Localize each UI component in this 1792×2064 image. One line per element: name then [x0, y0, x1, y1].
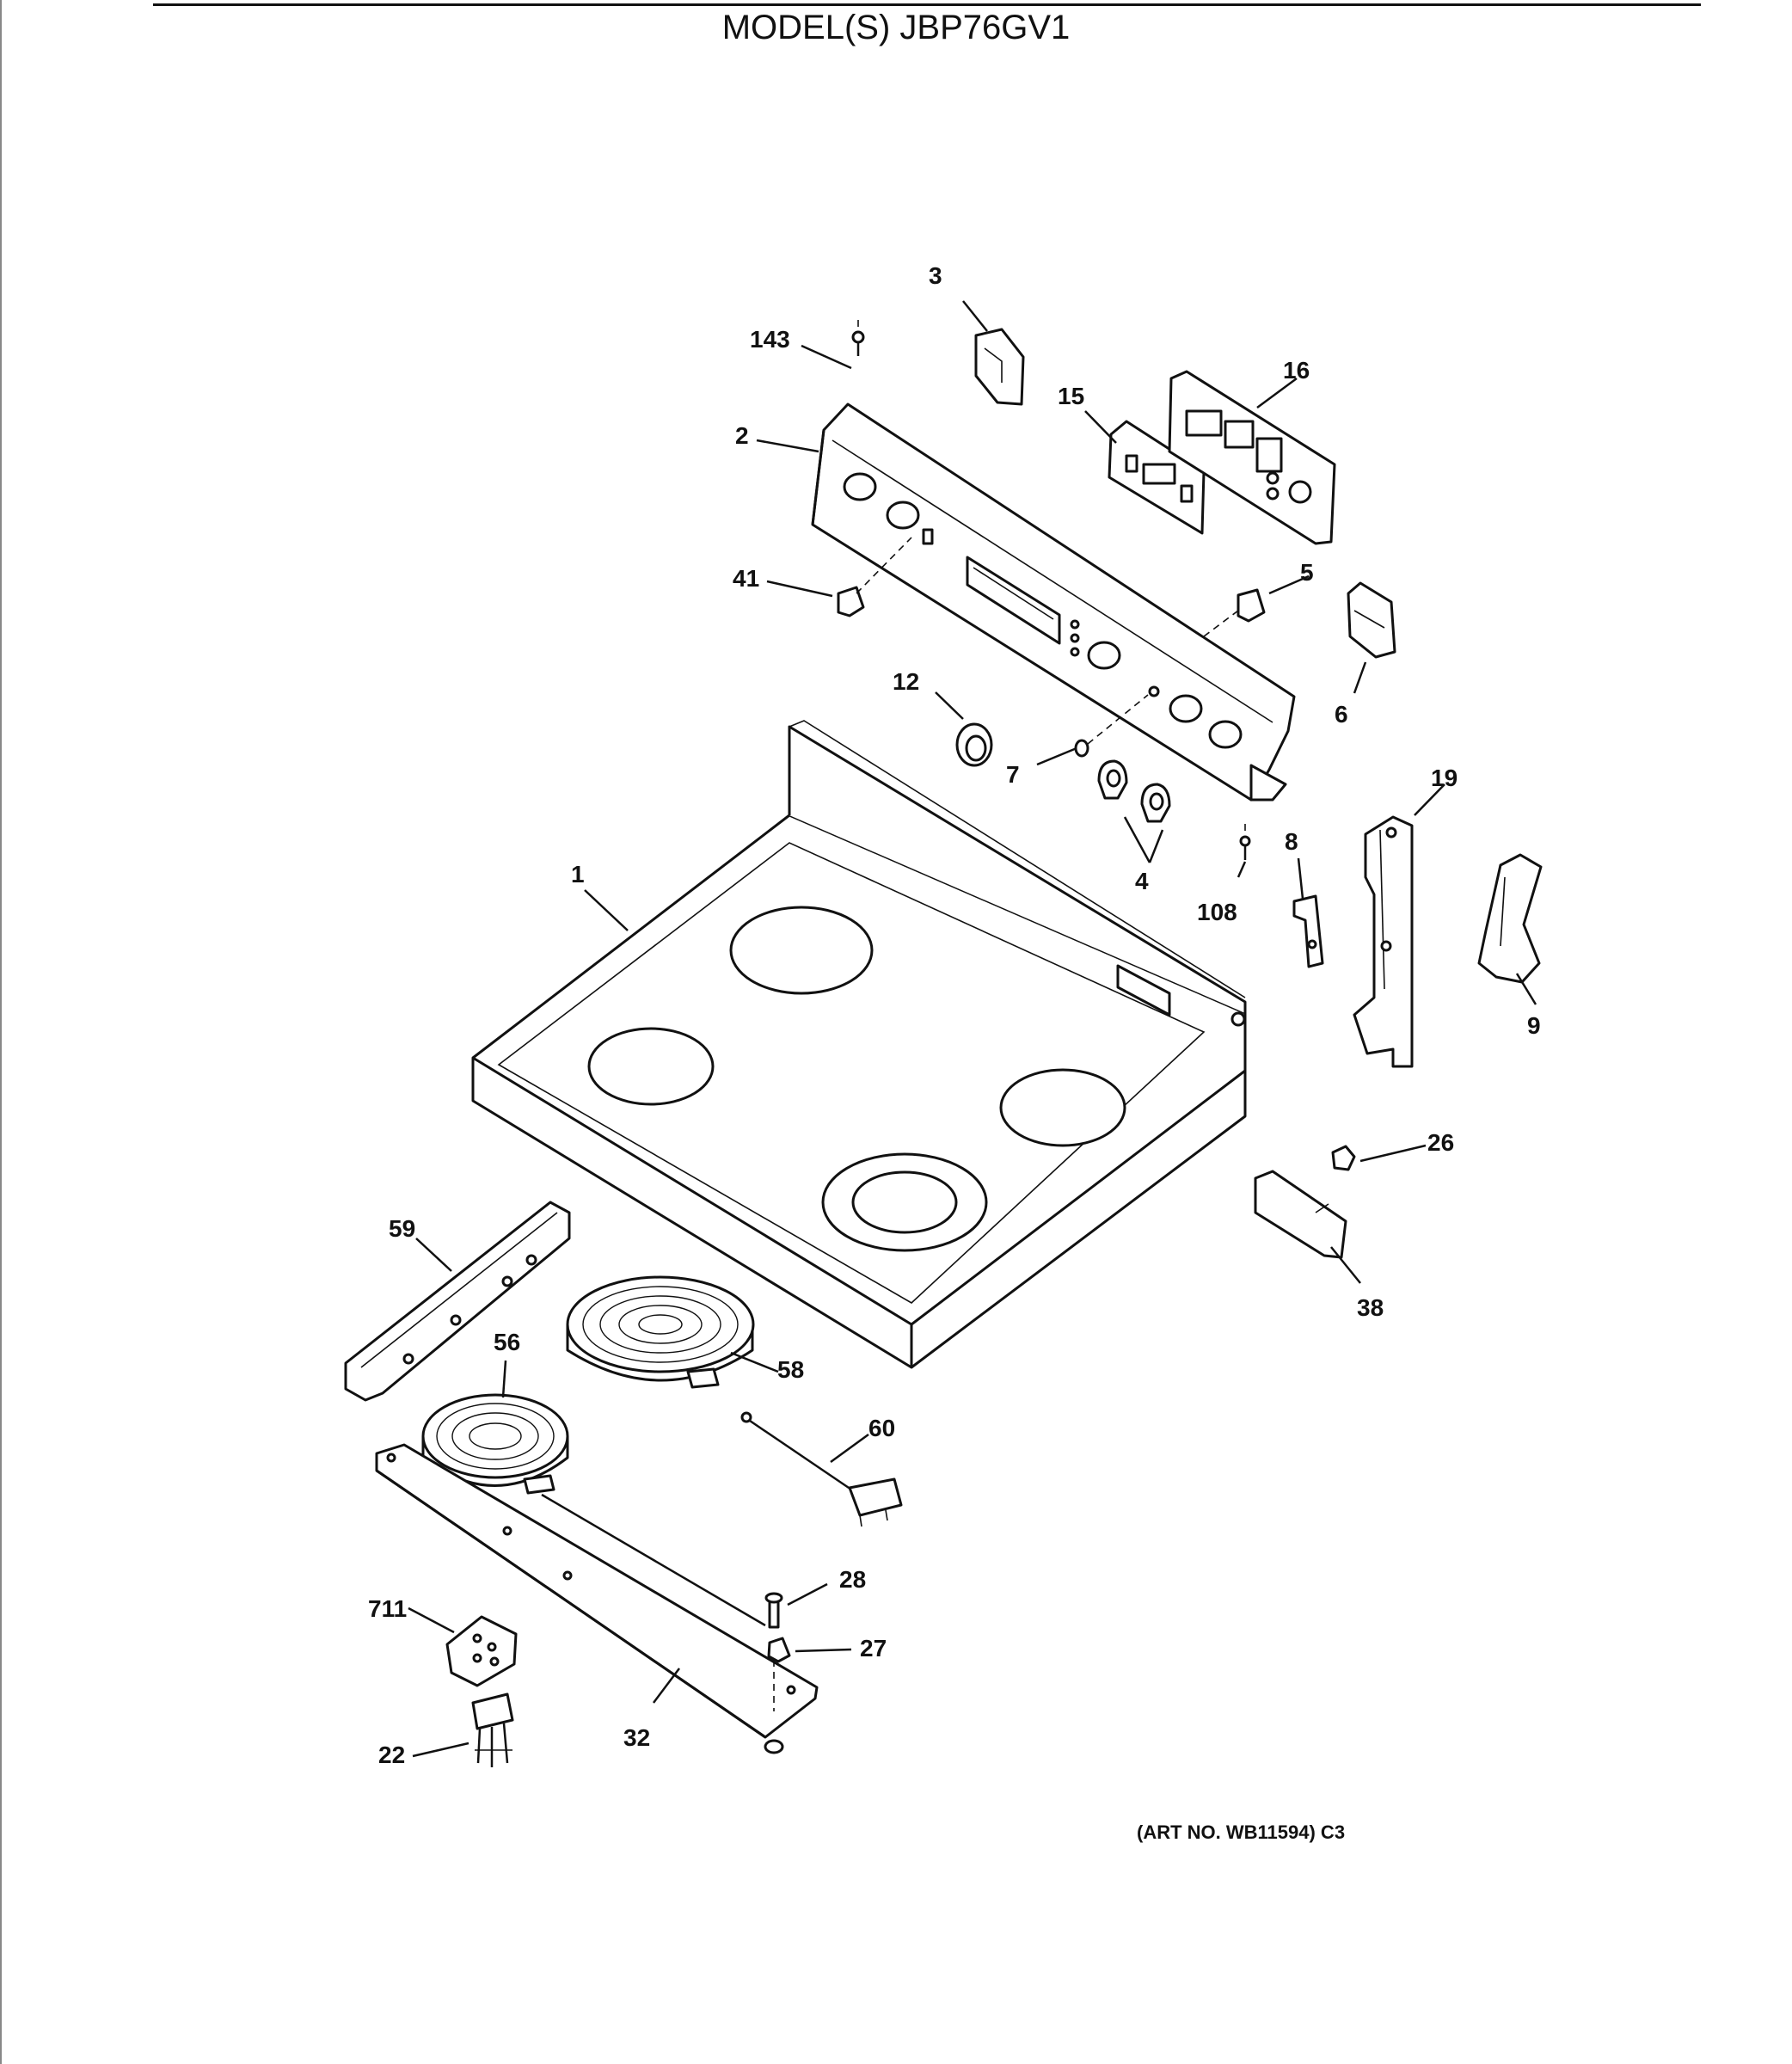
- part-4-knobs: [1097, 759, 1171, 823]
- part-26-clip: [1331, 1145, 1356, 1171]
- part-28-stud: [764, 1592, 783, 1629]
- callout-711: 711: [368, 1595, 407, 1622]
- top-border-line: [153, 3, 1701, 6]
- callout-9: 9: [1527, 1012, 1541, 1039]
- part-711-bracket: [445, 1615, 518, 1687]
- callout-56: 56: [494, 1329, 520, 1355]
- callout-59: 59: [389, 1215, 415, 1242]
- part-58-radiant-element: [566, 1275, 755, 1389]
- part-12-knob: [955, 722, 993, 767]
- part-143-screw: [851, 320, 865, 356]
- page-title: MODEL(S) JBP76GV1: [721, 9, 1071, 46]
- callout-labels: 3 143 15 16 2 41 5 6 12 7 4 108 8 19 9 1…: [368, 262, 1541, 1768]
- callout-3: 3: [929, 262, 942, 289]
- part-22-terminal-block: [471, 1692, 514, 1767]
- part-9-hinge: [1477, 853, 1543, 984]
- part-60-wire-harness: [740, 1411, 903, 1527]
- nut-part: [764, 1739, 784, 1754]
- part-15-overlay: [1108, 420, 1206, 535]
- callout-27: 27: [860, 1635, 887, 1662]
- callout-2: 2: [735, 422, 749, 449]
- callout-4: 4: [1135, 868, 1149, 894]
- callout-32: 32: [623, 1724, 650, 1751]
- callout-15: 15: [1058, 383, 1084, 409]
- part-5-switch: [1203, 588, 1266, 637]
- callout-1: 1: [571, 861, 585, 888]
- callout-41: 41: [733, 565, 759, 592]
- callout-28: 28: [839, 1566, 866, 1593]
- backsplash-panel-part: [811, 402, 1296, 802]
- callout-5: 5: [1300, 559, 1314, 586]
- part-41-switch: [837, 537, 912, 617]
- part-8-bracket: [1292, 894, 1324, 968]
- part-108-screw: [1239, 824, 1251, 860]
- callout-58: 58: [777, 1356, 804, 1383]
- callout-16: 16: [1283, 357, 1310, 384]
- callout-26: 26: [1427, 1129, 1454, 1156]
- part-19-side-bracket: [1353, 815, 1414, 1068]
- callout-22: 22: [378, 1742, 405, 1768]
- part-3-relay: [974, 328, 1025, 406]
- part-16-control-board: [1168, 370, 1336, 545]
- callout-7: 7: [1006, 761, 1020, 788]
- callout-6: 6: [1335, 701, 1348, 728]
- left-border-line: [0, 0, 2, 2064]
- part-56-radiant-element: [421, 1393, 569, 1495]
- callout-143: 143: [750, 326, 790, 353]
- cooktop-main-top-part: [471, 720, 1247, 1369]
- part-38-cover: [1254, 1170, 1347, 1259]
- callout-12: 12: [893, 668, 919, 695]
- part-27-insulator: [767, 1637, 791, 1711]
- callout-38: 38: [1357, 1294, 1384, 1321]
- part-32-burner-box: [375, 1443, 819, 1739]
- callout-8: 8: [1285, 828, 1298, 855]
- callout-108: 108: [1197, 899, 1237, 925]
- leader-lines: [408, 300, 1537, 1758]
- part-6-switch: [1347, 581, 1396, 659]
- art-number-label: (ART NO. WB11594) C3: [1137, 1821, 1346, 1843]
- callout-60: 60: [868, 1415, 895, 1441]
- callout-19: 19: [1431, 765, 1458, 791]
- part-59-rail: [344, 1201, 571, 1402]
